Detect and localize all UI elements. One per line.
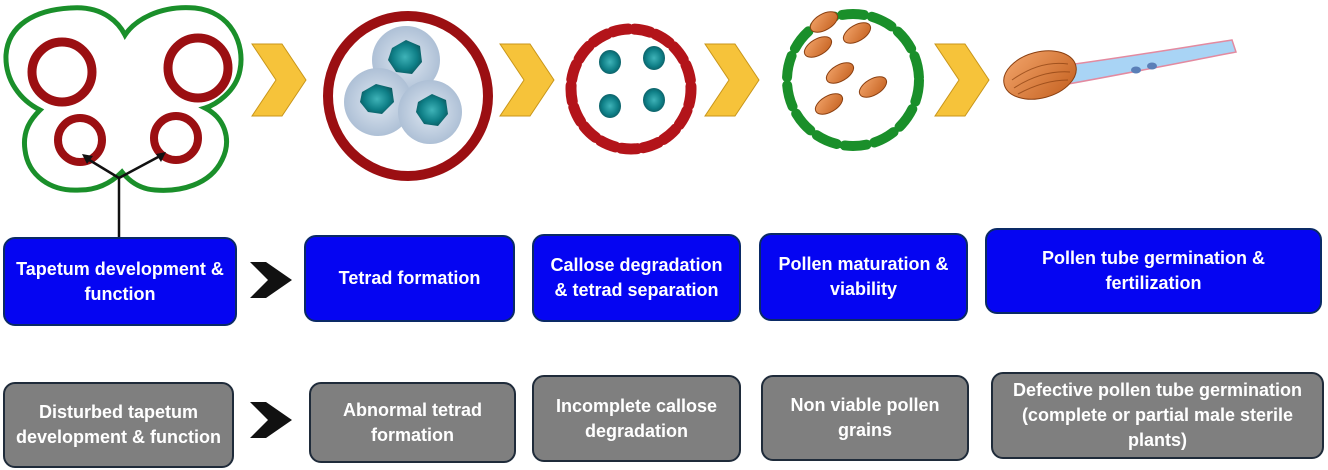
- tetrad-nucleus: [360, 84, 394, 114]
- pollen-maturation-icon: [782, 9, 924, 151]
- defect-label: Non viable pollen grains: [790, 395, 940, 440]
- microspore-nucleus: [643, 46, 665, 70]
- pollen-grain: [842, 22, 872, 44]
- microspore-nucleus: [599, 94, 621, 118]
- black-chevron-icon-defect: [250, 402, 292, 438]
- microspore-nucleus: [643, 88, 665, 112]
- defect-box-pollen-tube: Defective pollen tube germination (compl…: [991, 372, 1324, 459]
- anther-cross-section-icon: [3, 5, 244, 238]
- pollen-sac-bottom-right: [150, 112, 202, 164]
- defect-box-pollen: Non viable pollen grains: [761, 375, 969, 461]
- defect-label: Incomplete callose degradation: [555, 395, 718, 441]
- pollen-tube-icon: [1003, 39, 1237, 100]
- germinating-pollen-grain: [1003, 50, 1077, 100]
- pollen-sac-top-right: [163, 33, 233, 103]
- stage-label: Pollen tube germination & fertilization: [1041, 248, 1265, 293]
- pollen-grain: [809, 11, 839, 33]
- pollen-grain: [858, 76, 888, 98]
- pollen-sac-bottom-left: [54, 114, 106, 166]
- stage-box-tapetum: Tapetum development & function: [3, 237, 237, 326]
- stage-box-tetrad: Tetrad formation: [304, 235, 515, 322]
- black-chevron-icon-stage: [250, 262, 292, 298]
- tetrad-nucleus: [416, 94, 448, 126]
- defect-label: Defective pollen tube germination (compl…: [1012, 380, 1303, 450]
- stage-box-callose: Callose degradation & tetrad separation: [532, 234, 741, 322]
- pointer-arrowhead-left: [82, 154, 93, 164]
- defect-box-tetrad: Abnormal tetrad formation: [309, 382, 516, 463]
- sperm-nucleus: [1131, 66, 1141, 74]
- tetrad-nucleus: [388, 40, 422, 74]
- yellow-chevron-icon-4: [934, 43, 990, 117]
- stage-label: Pollen maturation & viability: [778, 254, 949, 299]
- tapetum-outline: [3, 5, 244, 193]
- defect-label: Abnormal tetrad formation: [342, 399, 483, 445]
- yellow-chevron-icon-3: [704, 43, 760, 117]
- stage-label: Callose degradation & tetrad separation: [550, 255, 723, 300]
- sperm-nucleus: [1147, 62, 1157, 70]
- microspore-nucleus: [599, 50, 621, 74]
- pollen-grain: [825, 62, 855, 84]
- pointer-arrowhead-right: [156, 152, 166, 162]
- pollen-grain: [814, 93, 844, 115]
- stage-label: Tetrad formation: [338, 268, 481, 288]
- tapetum-remnant: [782, 9, 924, 151]
- fragmented-wall: [565, 23, 697, 155]
- stage-box-pollen-tube: Pollen tube germination & fertilization: [985, 228, 1322, 314]
- stage-label: Tapetum development & function: [16, 258, 224, 304]
- defect-label: Disturbed tapetum development & function: [15, 402, 221, 447]
- microsporocyte-wall: [323, 11, 493, 181]
- stage-box-pollen-maturation: Pollen maturation & viability: [759, 233, 968, 321]
- callose-degradation-icon: [565, 23, 697, 155]
- pollen-sac-top-left: [27, 37, 97, 107]
- defect-box-tapetum: Disturbed tapetum development & function: [3, 382, 234, 468]
- tetrad-icon: [323, 11, 493, 181]
- yellow-chevron-icon-1: [251, 43, 307, 117]
- pointer-lines: [85, 154, 161, 238]
- defect-box-callose: Incomplete callose degradation: [532, 375, 741, 462]
- yellow-chevron-icon-2: [499, 43, 555, 117]
- pollen-tube: [1058, 39, 1237, 85]
- pollen-grain: [803, 36, 833, 58]
